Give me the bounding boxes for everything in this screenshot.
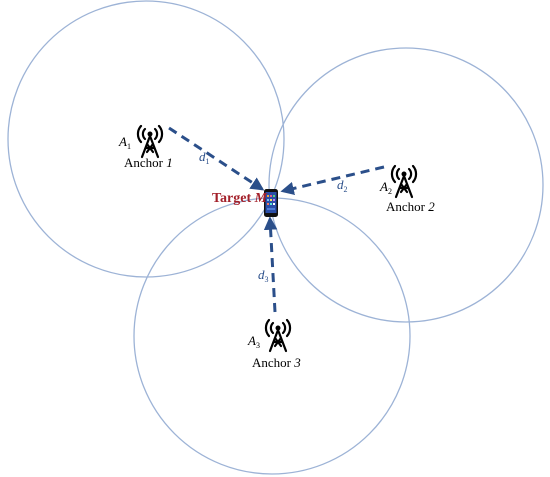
range-circle-anchor-3: [133, 197, 411, 475]
anchor-symbol-1: A1: [118, 134, 131, 151]
range-circle-anchor-2: [268, 47, 544, 323]
distance-line-1: [168, 126, 265, 191]
distance-line-2: [280, 165, 385, 196]
target-label: Target M: [212, 191, 268, 206]
distance-label-2: d2: [337, 177, 348, 194]
anchor-symbol-3: A3: [247, 333, 260, 350]
distance-line-3: [263, 216, 278, 313]
smartphone-icon: [264, 189, 278, 217]
anchor-label-1: Anchor 1: [124, 155, 173, 170]
anchor-label-2: Anchor 2: [386, 199, 435, 214]
anchor-label-3: Anchor 3: [252, 355, 301, 370]
anchor-symbol-2: A2: [379, 179, 392, 196]
cell-tower-icon: [390, 164, 418, 199]
distance-label-3: d3: [258, 267, 269, 284]
range-circle-anchor-1: [7, 0, 285, 278]
cell-tower-icon: [136, 124, 164, 159]
cell-tower-icon: [264, 318, 292, 353]
distance-label-1: d1: [199, 149, 210, 166]
